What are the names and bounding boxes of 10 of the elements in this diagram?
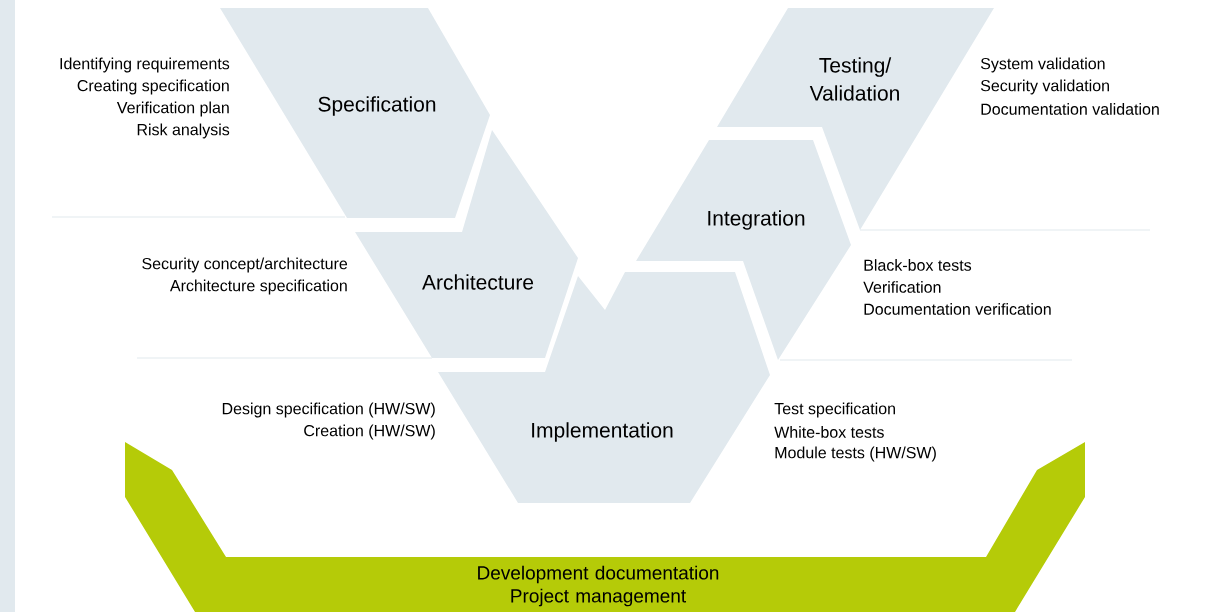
note-text: Creation (HW/SW): [304, 424, 435, 440]
note-text: Verification: [863, 281, 941, 293]
note-text: Design specification (HW/SW): [222, 402, 435, 418]
note-text: Security concept/architecture: [142, 257, 348, 273]
note-text: Test specification: [774, 402, 895, 418]
note-text: Module tests (HW/SW): [775, 446, 936, 462]
note-text: White-box tests: [774, 426, 884, 438]
note-text: Black-box tests: [864, 259, 972, 271]
note-text: Documentation verification: [864, 303, 1051, 315]
note-text: Architecture specification: [170, 279, 347, 295]
